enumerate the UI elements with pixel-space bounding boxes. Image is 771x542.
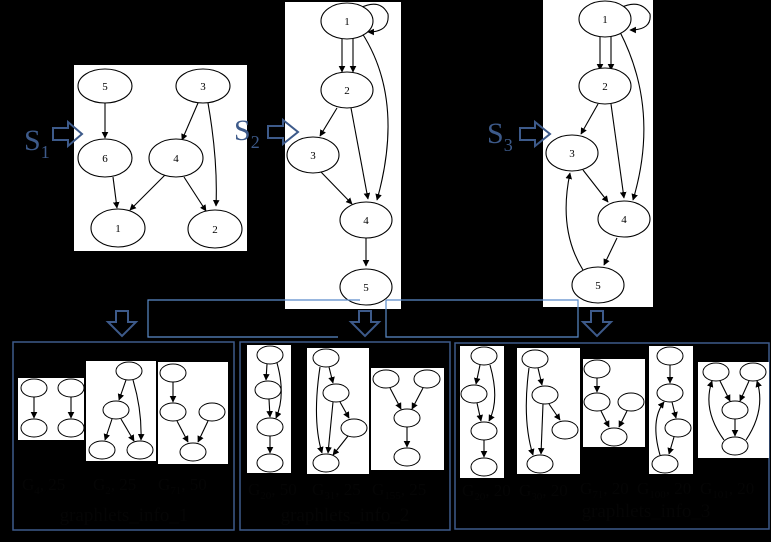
sequence-label-s2: S2 — [234, 114, 260, 152]
svg-text:4: 4 — [621, 214, 627, 226]
graphlets-panel-1 — [12, 341, 235, 531]
graphlet-g100 — [649, 346, 693, 474]
caption-g4: G4, 25 — [22, 475, 65, 497]
graph-2-node-4: 4 — [339, 201, 393, 239]
svg-text:5: 5 — [363, 282, 369, 294]
caption-g101: G101, 20 — [700, 479, 754, 501]
caption-g71-b: G71, 20 — [580, 479, 629, 501]
graph-1-node-6: 6 — [77, 138, 133, 178]
svg-text:2: 2 — [344, 85, 350, 97]
svg-text:S3: S3 — [487, 117, 513, 155]
graphlet-g31 — [307, 348, 369, 474]
caption-g30: G30, 20 — [519, 481, 568, 503]
graph-1-node-4: 4 — [148, 138, 204, 178]
caption-g100: G100, 20 — [637, 479, 691, 501]
svg-text:S1: S1 — [24, 124, 50, 162]
panel-1-captions: G4, 25 G2, 25 G71, 50 graphlets_info_1 — [22, 475, 207, 526]
hollow-right-arrow-icon — [519, 119, 552, 149]
svg-text:2: 2 — [602, 81, 608, 93]
caption-g31: G31, 25 — [312, 480, 361, 502]
panel-2-title: graphlets_info_2 — [281, 505, 410, 526]
graphlets-panel-2 — [239, 341, 451, 531]
graphlet-g4 — [18, 378, 85, 440]
graph-2-node-3: 3 — [286, 136, 340, 174]
graph-3-node-4: 4 — [597, 200, 651, 238]
sequence-label-s1: S1 — [24, 124, 50, 162]
graph-2-node-1: 1 — [320, 2, 374, 40]
panel-3-title: graphlets_info_3 — [582, 501, 711, 522]
graphlet-g20-a — [247, 345, 291, 473]
graph-1-node-5: 5 — [77, 68, 133, 104]
graph-1-node-2: 2 — [187, 209, 243, 249]
graphlet-g20-b — [460, 346, 504, 478]
connector-lines — [147, 299, 579, 338]
graphlet-g101 — [698, 362, 769, 458]
svg-text:5: 5 — [102, 81, 108, 93]
graph-2-node-5: 5 — [339, 268, 393, 306]
svg-text:2: 2 — [212, 224, 218, 236]
graph-3-node-3: 3 — [545, 134, 599, 172]
svg-text:S2: S2 — [234, 114, 260, 152]
hollow-down-arrow-icon — [348, 310, 382, 338]
svg-text:4: 4 — [173, 153, 179, 165]
svg-text:1: 1 — [602, 14, 608, 26]
caption-g20: G20, 50 — [248, 480, 297, 502]
graph-2-edges — [319, 3, 389, 267]
graphlet-g71 — [158, 362, 228, 464]
svg-text:5: 5 — [595, 280, 601, 292]
svg-text:1: 1 — [344, 16, 350, 28]
graphlet-g71-b — [583, 359, 645, 447]
hollow-down-arrow-icon — [580, 310, 614, 338]
caption-g155: G155, 25 — [372, 480, 426, 502]
panel-2-captions: G20, 50 G31, 25 G155, 25 graphlets_info_… — [248, 480, 426, 526]
graphlet-g2 — [86, 361, 156, 461]
svg-text:3: 3 — [310, 150, 316, 162]
svg-text:1: 1 — [115, 223, 121, 235]
caption-g20-b: G20, 20 — [462, 481, 511, 503]
caption-g71: G71, 50 — [158, 475, 207, 497]
graph-3-node-1: 1 — [578, 0, 632, 38]
graph-2-node-2: 2 — [320, 71, 374, 109]
hollow-right-arrow-icon — [267, 117, 300, 147]
svg-text:4: 4 — [363, 215, 369, 227]
sequence-label-s3: S3 — [487, 117, 513, 155]
hollow-down-arrow-icon — [105, 310, 139, 338]
svg-text:3: 3 — [569, 148, 575, 160]
graph-1-node-1: 1 — [90, 208, 146, 248]
graphlet-g30 — [517, 348, 580, 474]
panel-3-captions: G20, 20 G30, 20 G71, 20 G100, 20 G101, 2… — [462, 479, 754, 522]
svg-text:6: 6 — [102, 153, 108, 165]
svg-text:3: 3 — [200, 81, 206, 93]
hollow-right-arrow-icon — [52, 119, 84, 149]
graph-1-node-3: 3 — [175, 68, 231, 104]
caption-g2: G2, 25 — [93, 475, 136, 497]
graph-3-edges — [565, 3, 651, 271]
graphlet-g155 — [371, 368, 444, 470]
graph-3-node-5: 5 — [571, 266, 625, 304]
graph-3-node-2: 2 — [578, 67, 632, 105]
graph-1-edges — [101, 102, 220, 212]
panel-1-title: graphlets_info_1 — [60, 505, 189, 526]
